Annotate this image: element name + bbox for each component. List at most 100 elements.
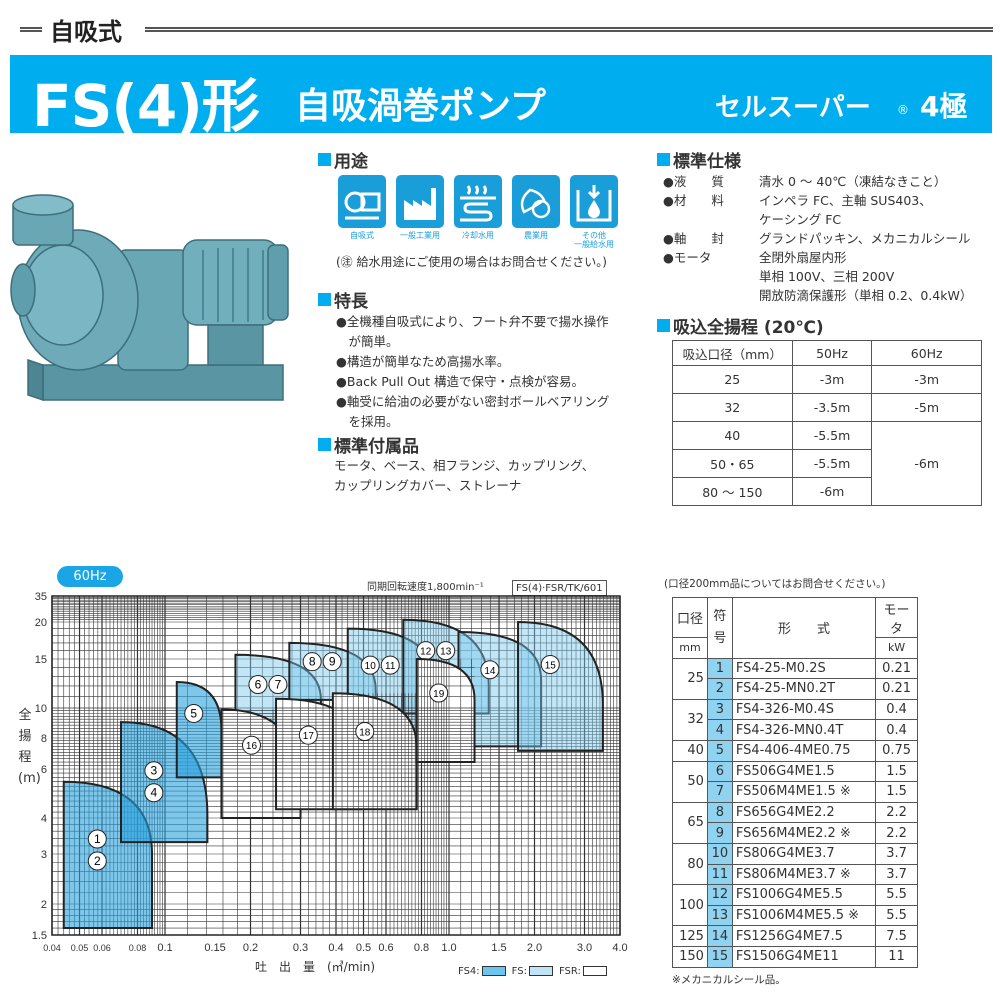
series-name: セルスーパー: [715, 93, 871, 123]
bore-cell: 65: [672, 801, 708, 844]
code-cell: 8: [706, 801, 733, 824]
region-label: 4: [150, 786, 157, 800]
legend-label: FSR:: [558, 966, 581, 977]
suction-cell: -5.5m: [791, 449, 873, 478]
category-title: 自吸式: [50, 18, 122, 46]
bore-cell: 50: [672, 760, 708, 803]
model-cell: FS1006G4ME5.5: [731, 884, 877, 906]
use-label: 農業用: [524, 231, 548, 240]
divider: [145, 27, 993, 32]
motor-cell: 1.5: [875, 760, 918, 783]
region-marker: [268, 675, 288, 695]
region-marker: [184, 703, 204, 723]
region-marker: [429, 683, 449, 703]
feature-item: ●Back Pull Out 構造で保守・点検が容易。: [336, 374, 585, 389]
suction-row: 50・65-5.5m: [672, 449, 982, 478]
motor-cell: 3.7: [875, 863, 918, 886]
y-tick-label: 20: [35, 617, 47, 629]
x-tick-label: 4.0: [612, 942, 627, 954]
model-cell: FS656M4ME2.2 ※: [731, 822, 877, 844]
model-cell: FS656G4ME2.2: [731, 801, 877, 824]
bore-unit: mm: [672, 637, 708, 659]
accessories-line: カップリングカバー、ストレーナ: [334, 478, 522, 493]
region-label: 10: [365, 661, 377, 672]
use-label: 冷却水用: [462, 231, 494, 240]
speed-label: 同期回転速度1,800min⁻¹: [367, 582, 484, 593]
suction-row: 80 ～ 150-6m: [672, 477, 982, 506]
motor-cell: 7.5: [875, 925, 918, 947]
suction-cell: -5.5m: [791, 421, 873, 450]
region-FSR-19: [415, 657, 476, 764]
suction-cell: 32: [672, 393, 793, 422]
legend-swatch: [582, 966, 607, 976]
spec-key: ●軸 封: [663, 231, 724, 246]
x-tick-label: 0.15: [204, 942, 225, 954]
code-cell: 13: [706, 904, 733, 927]
spec-key: [663, 210, 759, 229]
region-marker: [436, 641, 456, 661]
spec-key: ●モータ: [663, 250, 712, 265]
plot-frame: [51, 595, 621, 936]
chart-legend: FS4:FS:FSR:: [458, 966, 613, 977]
suction-cell: 50・65: [672, 449, 793, 478]
x-tick-label: 0.5: [356, 942, 371, 954]
spec-row: ●液 質清水 0 ～ 40℃（凍結なきこと）: [663, 172, 972, 191]
accessories-line: モータ、ベース、相フランジ、カップリング、: [334, 458, 595, 473]
region-marker: [241, 735, 261, 755]
spec-heading: 標準仕様: [657, 147, 741, 172]
code-cell: 5: [706, 739, 733, 762]
feature-item: ●構造が簡単なため高揚水率。: [336, 354, 510, 369]
model-cell: FS1006M4ME5.5 ※: [731, 904, 877, 927]
motor-cell: 0.21: [875, 657, 918, 680]
model-cell: FS4-326-MN0.4T: [731, 719, 877, 741]
uses-note: (㊟ 給水用途にご使用の場合はお問合せください。): [336, 255, 607, 269]
code-cell: 10: [706, 842, 733, 865]
model-cell: FS506M4ME1.5 ※: [731, 781, 877, 803]
region-label: 2: [94, 854, 101, 868]
region-marker: [540, 655, 560, 675]
bore-cell: 100: [672, 884, 708, 927]
x-tick-label: 0.8: [414, 942, 429, 954]
region-label: 16: [246, 741, 258, 752]
region-label: 17: [303, 731, 315, 742]
x-tick-label: 0.05: [71, 943, 89, 953]
region-label: 12: [420, 647, 432, 658]
spec-row: 単相 100V、三相 200V: [663, 267, 972, 286]
spec-key: [663, 286, 759, 305]
bore-cell: 150: [672, 945, 708, 968]
motor-cell: 5.5: [875, 904, 918, 927]
spec-value: 清水 0 ～ 40℃（凍結なきこと）: [759, 174, 947, 189]
suction-heading: 吸込全揚程 (20℃): [657, 313, 824, 338]
spec-key: ●材 料: [663, 193, 724, 208]
suction-cell: 40: [672, 421, 793, 450]
code-cell: 14: [706, 925, 733, 947]
code-cell: 7: [706, 781, 733, 803]
region-label: 13: [440, 647, 452, 658]
feature-item: が簡単。: [336, 334, 399, 349]
spec-row: 開放防滴保護形（単相 0.2、0.4kW）: [663, 286, 972, 305]
divider: [20, 27, 42, 32]
use-label: 一般工業用: [400, 231, 440, 240]
legend-label: FS:: [511, 966, 527, 977]
factory-icon: [396, 175, 444, 228]
bore-cell: 32: [672, 698, 708, 741]
suction-cell: 25: [672, 365, 793, 394]
x-axis-label: 吐 出 量 (㎥/min): [255, 960, 376, 974]
region-marker: [355, 722, 375, 742]
region-label: 1: [94, 832, 101, 846]
motor-cell: 0.4: [875, 698, 918, 721]
spec-row: ケーシング FC: [663, 210, 972, 229]
x-tick-label: 1.5: [491, 942, 506, 954]
x-tick-label: 0.2: [243, 942, 258, 954]
region-marker: [87, 851, 107, 871]
